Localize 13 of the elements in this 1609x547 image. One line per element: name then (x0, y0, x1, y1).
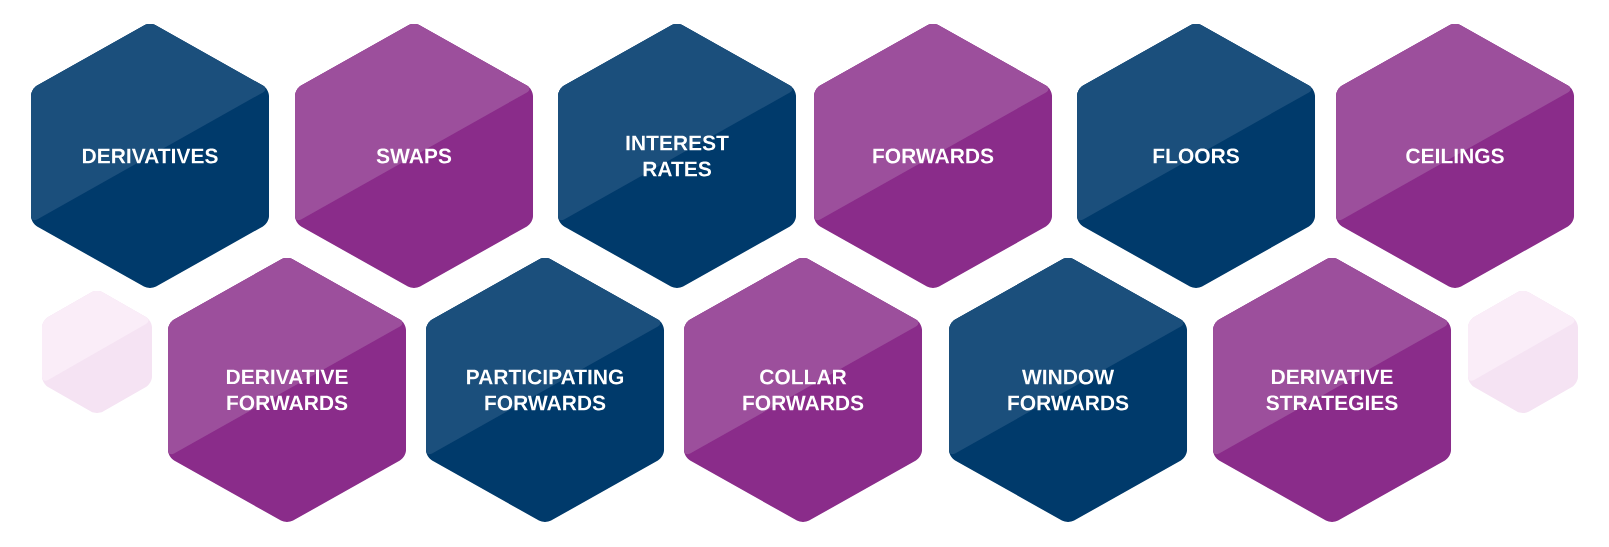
hexagon-tile: WINDOW FORWARDS (949, 258, 1187, 522)
hexagon-tile: DERIVATIVE FORWARDS (168, 258, 406, 522)
hexagon-tile (42, 291, 152, 413)
hexagon-tile: FORWARDS (814, 24, 1052, 288)
hexagon-tile: DERIVATIVES (31, 24, 269, 288)
hexagon-tile: PARTICIPATING FORWARDS (426, 258, 664, 522)
hexagon-tile: DERIVATIVE STRATEGIES (1213, 258, 1451, 522)
hexagon-tile: COLLAR FORWARDS (684, 258, 922, 522)
hexagon-tile: FLOORS (1077, 24, 1315, 288)
hexagon-tile: CEILINGS (1336, 24, 1574, 288)
hexagon-tile: SWAPS (295, 24, 533, 288)
hexagon-tile (1468, 291, 1578, 413)
hexagon-tile: INTEREST RATES (558, 24, 796, 288)
